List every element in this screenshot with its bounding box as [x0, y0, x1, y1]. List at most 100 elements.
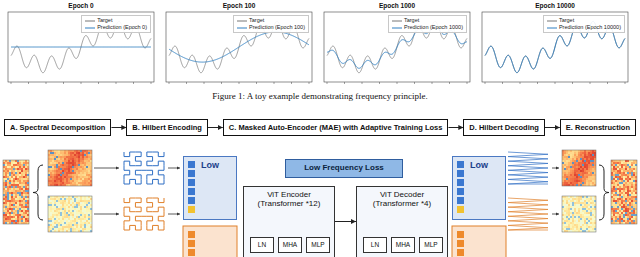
pixel [54, 184, 56, 186]
pixel [72, 196, 74, 198]
pixel [21, 184, 23, 186]
pixel [58, 218, 60, 220]
pixel [580, 174, 582, 176]
pixel [17, 178, 19, 180]
pixel [80, 208, 82, 210]
pixel [54, 222, 56, 224]
pixel [633, 162, 635, 164]
pixel [17, 198, 19, 200]
pixel [580, 224, 582, 226]
pixel [590, 156, 592, 158]
pixel [590, 206, 592, 208]
pixel [52, 152, 54, 154]
pixel [568, 226, 570, 228]
pixel [23, 182, 25, 184]
pixel [580, 168, 582, 170]
pixel [68, 216, 70, 218]
pixel [80, 158, 82, 160]
pixel [50, 218, 52, 220]
pixel [578, 202, 580, 204]
pixel [562, 152, 564, 154]
pixel [80, 226, 82, 228]
pixel [27, 192, 29, 194]
pixel [19, 206, 21, 208]
pixel [88, 160, 90, 162]
pixel [50, 172, 52, 174]
pixel [564, 168, 566, 170]
pixel [564, 206, 566, 208]
pixel [76, 204, 78, 206]
pixel [58, 224, 60, 226]
pixel [90, 166, 92, 168]
pixel [584, 210, 586, 212]
pixel [58, 154, 60, 156]
pixel [88, 218, 90, 220]
pixel [578, 206, 580, 208]
pixel [568, 230, 570, 232]
pixel [9, 208, 11, 210]
pixel [13, 180, 15, 182]
pixel [568, 166, 570, 168]
pixel [80, 212, 82, 214]
pixel [576, 198, 578, 200]
pixel [11, 200, 13, 202]
pixel [13, 218, 15, 220]
pixel [566, 226, 568, 228]
pixel [566, 206, 568, 208]
axis-tick [169, 82, 170, 84]
pixel [566, 230, 568, 232]
pixel [611, 164, 613, 166]
pixel [568, 176, 570, 178]
pixel [613, 172, 615, 174]
pixel [582, 174, 584, 176]
pixel [580, 226, 582, 228]
pixel [88, 216, 90, 218]
pixel [15, 212, 17, 214]
pixel [611, 170, 613, 172]
pixel [17, 164, 19, 166]
pixel [17, 166, 19, 168]
pixel [562, 204, 564, 206]
pixel [56, 212, 58, 214]
pixel [58, 182, 60, 184]
pixel [576, 160, 578, 162]
pixel [576, 212, 578, 214]
pixel [60, 174, 62, 176]
pixel [582, 156, 584, 158]
pixel [27, 188, 29, 190]
pixel [584, 208, 586, 210]
pixel [88, 182, 90, 184]
pixel [570, 216, 572, 218]
pixel [574, 218, 576, 220]
pixel [580, 180, 582, 182]
pixel [615, 162, 617, 164]
pixel [635, 162, 637, 164]
pixel [78, 196, 80, 198]
pixel [66, 206, 68, 208]
pixel [48, 162, 50, 164]
pixel [66, 182, 68, 184]
pixel [592, 156, 594, 158]
pixel [582, 214, 584, 216]
pixel [84, 198, 86, 200]
pixel [54, 210, 56, 212]
pixel [74, 158, 76, 160]
pixel [25, 188, 27, 190]
pixel [562, 230, 564, 232]
pixel [21, 220, 23, 222]
pixel [78, 210, 80, 212]
pixel [56, 172, 58, 174]
pixel [576, 164, 578, 166]
pixel [86, 216, 88, 218]
pixel [588, 210, 590, 212]
pixel [590, 216, 592, 218]
pixel [17, 206, 19, 208]
pixel [562, 166, 564, 168]
pixel [5, 220, 7, 222]
pixel [90, 224, 92, 226]
pixel [562, 182, 564, 184]
pixel [88, 150, 90, 152]
pixel [574, 172, 576, 174]
pixel [564, 160, 566, 162]
pixel [582, 226, 584, 228]
